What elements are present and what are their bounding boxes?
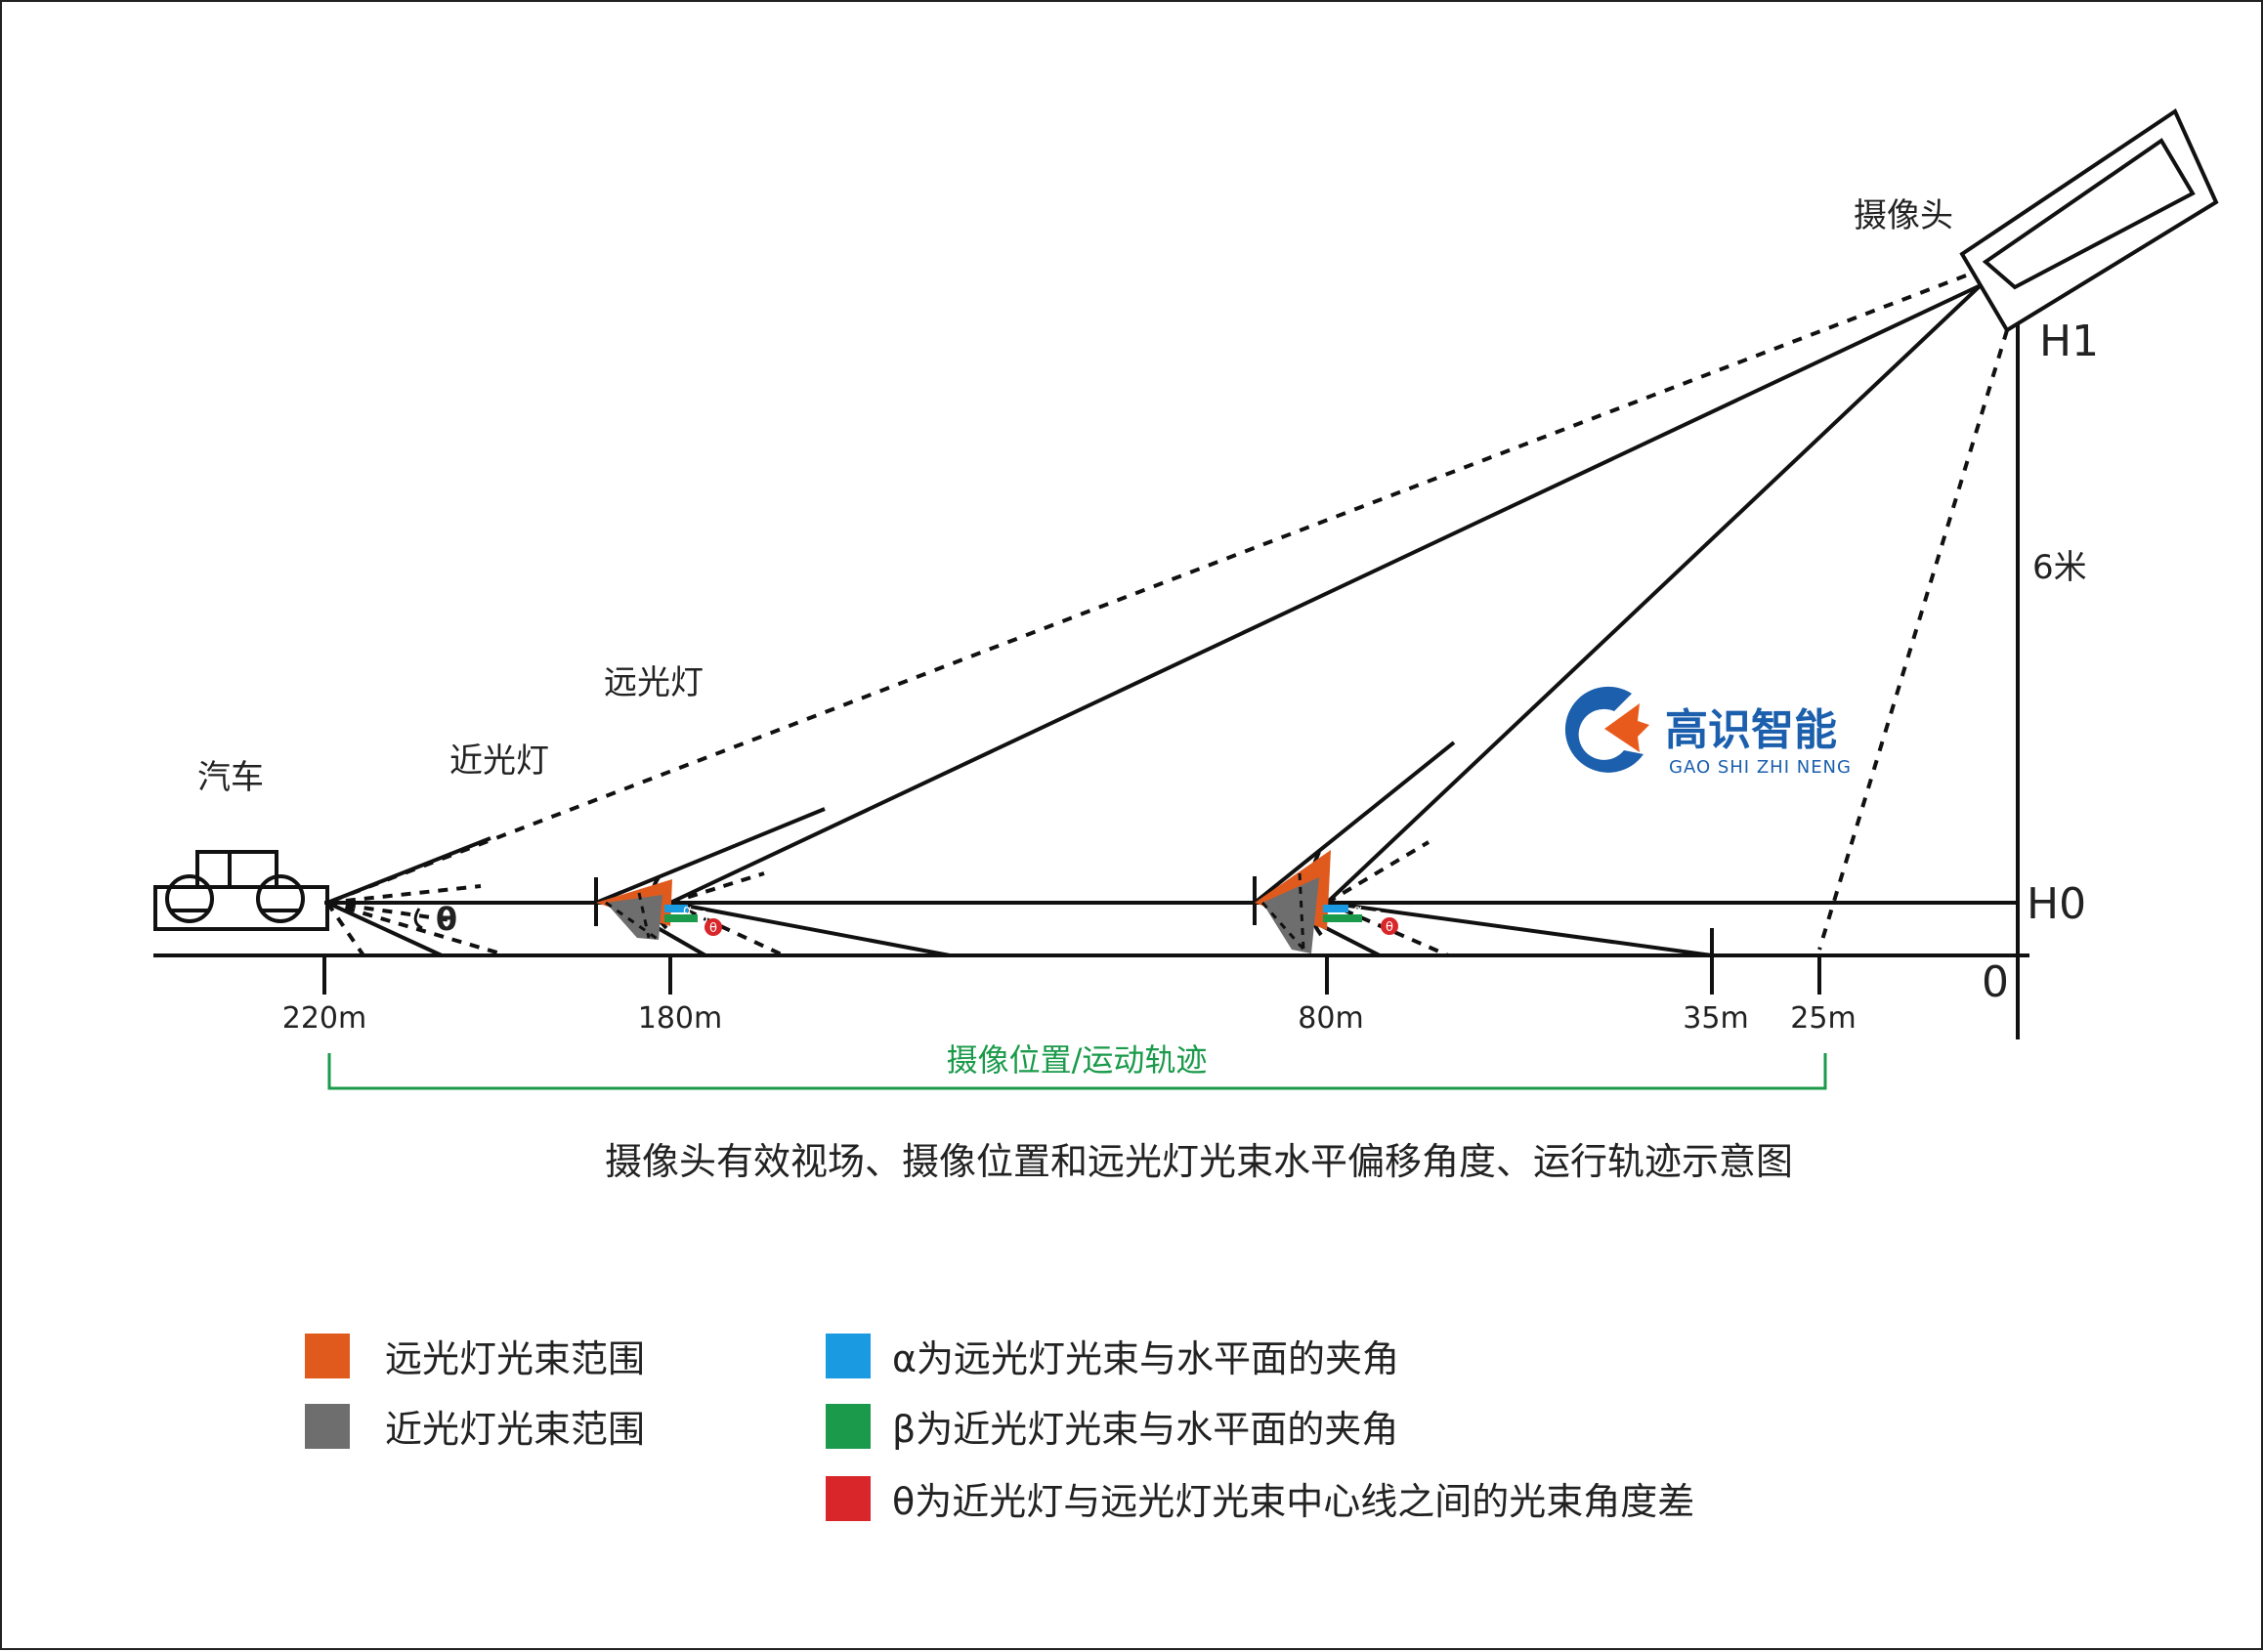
legend-text-beta: β为近光灯光束与水平面的夹角 xyxy=(892,1408,1399,1451)
legend-swatch-alpha xyxy=(826,1333,871,1378)
beta-label-180m: β xyxy=(699,908,708,926)
legend-text-high-beam: 远光灯光束范围 xyxy=(385,1337,646,1380)
trajectory-bracket xyxy=(327,1053,1827,1090)
camera-label: 摄像头 xyxy=(1854,196,1953,235)
alpha-label-80m: α xyxy=(1353,903,1362,918)
low-beam-label: 近光灯 xyxy=(449,741,549,781)
distance-35m: 35m xyxy=(1683,1001,1748,1036)
legend-swatch-beta xyxy=(826,1403,871,1449)
camera-fov-far-dashed xyxy=(326,274,1967,905)
distance-180m: 180m xyxy=(638,1001,722,1036)
legend-beta: β为近光灯光束与水平面的夹角 xyxy=(826,1399,1398,1453)
theta-marker-180m xyxy=(705,918,722,936)
camera-icon xyxy=(1959,108,2219,333)
car-beam-dashed-2 xyxy=(326,901,501,955)
theta-arc xyxy=(413,908,423,930)
low-beam-cone-80m xyxy=(1262,877,1319,953)
car-beam-dashed-4 xyxy=(326,901,452,922)
car-low-beam-lower xyxy=(326,901,443,957)
beam-set-180m xyxy=(594,807,951,957)
origin-label: 0 xyxy=(1982,957,2009,1007)
legend-text-low-beam: 近光灯光束范围 xyxy=(385,1408,646,1451)
legend-text-theta: θ为近光灯与远光灯光束中心线之间的光束角度差 xyxy=(892,1480,1695,1523)
diagram-title: 摄像头有效视场、摄像位置和远光灯光束水平偏移角度、运行轨迹示意图 xyxy=(605,1140,1793,1183)
distance-25m: 25m xyxy=(1790,1001,1856,1036)
legend-low-beam: 近光灯光束范围 xyxy=(305,1399,645,1453)
beta-marker-80m xyxy=(1323,914,1362,922)
legend-swatch-theta xyxy=(826,1475,871,1521)
h0-label: H0 xyxy=(2027,879,2086,929)
car-label: 汽车 xyxy=(197,758,264,797)
trajectory-label: 摄像位置/运动轨迹 xyxy=(947,1041,1208,1079)
theta-label-80m: θ xyxy=(1386,920,1393,935)
legend-swatch-low-beam xyxy=(305,1403,350,1449)
distance-80m: 80m xyxy=(1298,1001,1363,1036)
theta-label: θ xyxy=(436,901,457,938)
logo-name-en: GAO SHI ZHI NENG xyxy=(1669,757,1852,778)
logo-name-cn: 高识智能 xyxy=(1665,705,1837,755)
logo-ring-icon xyxy=(1564,686,1644,773)
alpha-marker-180m xyxy=(664,905,688,912)
h1-label: H1 xyxy=(2039,317,2099,366)
low-beam-cone-180m xyxy=(606,895,662,940)
high-beam-label: 远光灯 xyxy=(604,663,704,702)
theta-label-180m: θ xyxy=(709,921,717,936)
logo-mark xyxy=(1564,686,1649,773)
legend-text-alpha: α为远光灯光束与水平面的夹角 xyxy=(892,1337,1400,1380)
legend-alpha: α为远光灯光束与水平面的夹角 xyxy=(826,1329,1399,1382)
legend-high-beam: 远光灯光束范围 xyxy=(305,1329,645,1382)
legend-swatch-high-beam xyxy=(305,1333,350,1378)
distance-220m: 220m xyxy=(282,1001,366,1036)
alpha-label-180m: α xyxy=(683,903,692,918)
beta-label-80m: β xyxy=(1373,908,1383,926)
camera-sight-80m xyxy=(1325,283,1983,905)
cones-180m xyxy=(596,879,722,942)
camera-fov-near-dashed xyxy=(1817,329,2009,951)
alpha-marker-80m xyxy=(1323,905,1348,912)
car-beam-dashed-1 xyxy=(326,884,482,905)
legend-theta: θ为近光灯与远光灯光束中心线之间的光束角度差 xyxy=(826,1471,1694,1525)
cones-80m xyxy=(1255,850,1398,954)
beta-marker-180m xyxy=(664,914,698,922)
height-label: 6米 xyxy=(2032,548,2087,587)
theta-marker-80m xyxy=(1381,917,1398,935)
camera-sight-180m xyxy=(669,283,1982,905)
logo-arrow-icon xyxy=(1604,703,1649,752)
car-icon xyxy=(153,850,329,931)
